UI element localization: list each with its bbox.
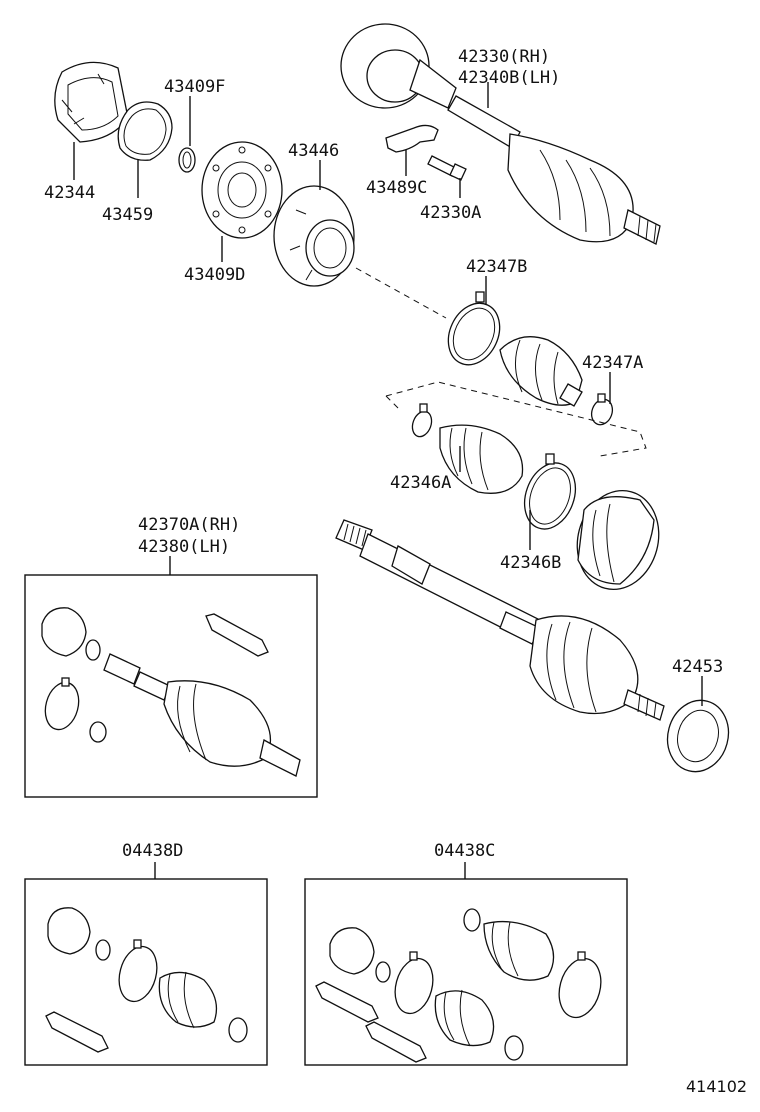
clamp-42347A xyxy=(590,393,614,426)
outer-boot-upper xyxy=(499,336,583,407)
kit-42370A-contents xyxy=(41,607,301,777)
label-42344: 42344 xyxy=(44,183,95,203)
label-43409F: 43409F xyxy=(164,77,225,97)
flange-43409D xyxy=(201,141,283,239)
kit-box-04438D xyxy=(24,878,268,1066)
gasket-43459 xyxy=(117,101,173,161)
label-43446: 43446 xyxy=(288,141,339,161)
bolt-42330A xyxy=(427,155,467,181)
label-04438D: 04438D xyxy=(122,841,183,861)
label-43489C: 43489C xyxy=(366,178,427,198)
label-42347B: 42347B xyxy=(466,257,527,277)
label-42346A: 42346A xyxy=(390,473,451,493)
label-43459: 43459 xyxy=(102,205,153,225)
label-42380LH: 42380(LH) xyxy=(138,537,230,557)
label-42347A: 42347A xyxy=(582,353,643,373)
housing-43446 xyxy=(273,185,355,287)
dust-cover-42344 xyxy=(54,61,129,143)
clamp-band-42347B xyxy=(447,291,501,366)
label-04438C: 04438C xyxy=(434,841,495,861)
ring-42453 xyxy=(666,699,730,773)
large-boot xyxy=(576,489,660,591)
label-42330RH: 42330(RH) xyxy=(458,47,550,67)
kit-box-04438C xyxy=(304,878,628,1066)
label-42340BLH: 42340B(LH) xyxy=(458,68,560,88)
kit-04438D-contents xyxy=(45,907,248,1053)
label-43409D: 43409D xyxy=(184,265,245,285)
drive-shaft-42330 xyxy=(340,23,661,245)
label-42453: 42453 xyxy=(672,657,723,677)
figure-code: 414102 xyxy=(686,1077,747,1096)
inner-boot xyxy=(439,424,524,494)
clamp-band-42346B xyxy=(523,453,577,530)
retainer-43489C xyxy=(385,124,439,153)
clamp-42346A xyxy=(411,403,433,438)
kit-box-42370A xyxy=(24,574,318,798)
label-42346B: 42346B xyxy=(500,553,561,573)
label-42370ARH: 42370A(RH) xyxy=(138,515,240,535)
drive-shaft-lower xyxy=(335,519,665,721)
label-42330A: 42330A xyxy=(420,203,481,223)
snap-ring-43409F xyxy=(178,147,196,173)
kit-04438C-contents xyxy=(315,908,602,1063)
